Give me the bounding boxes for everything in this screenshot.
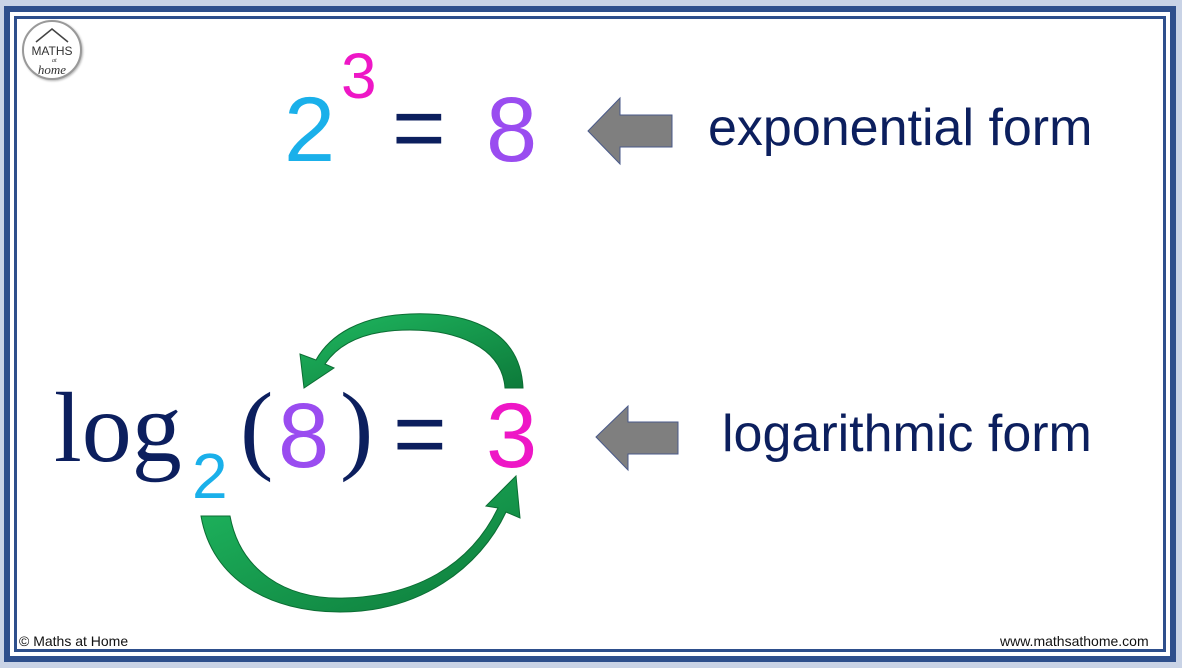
- logo-text-home: home: [37, 62, 67, 77]
- bottom-curved-arrow-icon: [200, 474, 521, 613]
- log-text: log: [54, 372, 182, 483]
- inner-frame: [14, 16, 1166, 652]
- exp-equals: =: [392, 77, 446, 179]
- log-result: 3: [486, 385, 538, 487]
- log-close-paren: ): [340, 372, 374, 483]
- pointer-arrow-bottom-icon: [595, 404, 679, 472]
- log-equals: =: [393, 383, 447, 485]
- maths-at-home-logo: MATHS at home: [22, 20, 82, 80]
- copyright-text: © Maths at Home: [19, 633, 129, 649]
- log-open-paren: (: [240, 372, 274, 483]
- exponential-form-label: exponential form: [708, 99, 1093, 157]
- log-base: 2: [192, 440, 228, 512]
- logo-text-at: at: [52, 58, 57, 64]
- website-link[interactable]: www.mathsathome.com: [1000, 633, 1149, 649]
- logo-text-maths: MATHS: [31, 44, 73, 58]
- exp-exponent: 3: [341, 40, 377, 112]
- logarithmic-form-label: logarithmic form: [722, 405, 1092, 463]
- pointer-arrow-top-icon: [587, 96, 673, 166]
- exp-base: 2: [284, 79, 336, 181]
- exp-result: 8: [486, 79, 538, 181]
- house-roof-icon: [35, 28, 69, 43]
- log-argument: 8: [278, 385, 330, 487]
- top-curved-arrow-icon: [299, 313, 524, 389]
